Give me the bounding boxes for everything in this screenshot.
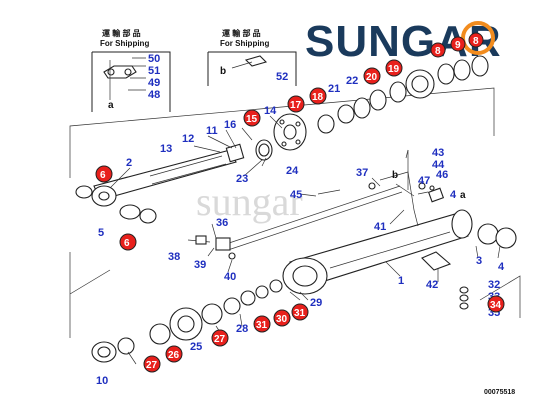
badge-18: 18: [312, 92, 324, 103]
label-37: 37: [356, 167, 368, 179]
label-25: 25: [190, 341, 202, 353]
label-32: 32: [488, 279, 500, 291]
bushings-rod-end: [75, 185, 157, 224]
badge-26: 26: [168, 350, 180, 361]
drawing-code: 00075518: [484, 389, 515, 396]
small-parts: [187, 150, 435, 260]
red-badges: 6 6 15 17 18 19 20 26 27 27 30 31 31 34 …: [95, 32, 505, 373]
label-51: 51: [148, 65, 160, 77]
shipping-heading-1: For Shipping: [100, 39, 149, 48]
label-24: 24: [286, 165, 299, 177]
label-16: 16: [224, 119, 236, 131]
seal-rings-top: [255, 55, 489, 161]
shipping-heading-2: For Shipping: [220, 39, 269, 48]
shipping-heading-top-1: 運 輸 部 品: [102, 28, 141, 38]
badge-27-left: 27: [146, 360, 158, 371]
suncar-logo: SUNGAR: [305, 17, 501, 66]
badge-6-top: 6: [100, 170, 106, 181]
label-10: 10: [96, 375, 108, 387]
label-48: 48: [148, 89, 160, 101]
label-13: 13: [160, 143, 172, 155]
label-3: 3: [476, 255, 482, 267]
label-43: 43: [432, 147, 444, 159]
badge-30: 30: [276, 314, 288, 325]
badge-8-left: 8: [435, 46, 441, 57]
label-5: 5: [98, 227, 104, 239]
badge-8-right: 8: [473, 36, 479, 47]
label-44: 44: [432, 159, 445, 171]
label-4-right: 4: [498, 261, 505, 273]
label-50: 50: [148, 53, 160, 65]
label-23: 23: [236, 173, 248, 185]
label-1: 1: [398, 275, 404, 287]
letter-a-top: a: [108, 100, 114, 111]
shipping-box-1: 運 輸 部 品 For Shipping a: [91, 28, 171, 112]
badge-6-bottom: 6: [124, 238, 130, 249]
label-21: 21: [328, 83, 340, 95]
letter-a-main: a: [460, 190, 466, 201]
leader-lines: [109, 115, 501, 365]
badge-31-right: 31: [294, 308, 306, 319]
label-39: 39: [194, 259, 206, 271]
badge-34: 34: [490, 300, 502, 311]
cylinder-tube: [282, 209, 473, 295]
label-14: 14: [264, 105, 277, 117]
label-47: 47: [418, 175, 430, 187]
label-29: 29: [310, 297, 322, 309]
letter-b-top: b: [220, 66, 226, 77]
badge-15: 15: [246, 114, 258, 125]
label-52: 52: [276, 71, 288, 83]
label-40: 40: [224, 271, 236, 283]
label-11: 11: [206, 125, 218, 137]
label-12: 12: [182, 133, 194, 145]
label-45: 45: [290, 189, 302, 201]
badge-27-mid: 27: [214, 334, 226, 345]
badge-17: 17: [290, 100, 302, 111]
letter-b-main: b: [392, 170, 398, 181]
piston-seals-bottom: [91, 279, 283, 363]
label-4-center: 4: [450, 189, 457, 201]
label-41: 41: [374, 221, 386, 233]
cylinder-head: [273, 113, 307, 151]
badge-20: 20: [366, 72, 378, 83]
label-28-mid: 28: [236, 323, 248, 335]
logo-gear-icon: [461, 21, 495, 55]
label-46: 46: [436, 169, 448, 181]
badge-19: 19: [388, 64, 400, 75]
cylinder-rod-assembly: [91, 143, 245, 207]
label-36: 36: [216, 217, 228, 229]
badge-9: 9: [455, 40, 461, 51]
shipping-box-2: 運 輸 部 品 For Shipping b: [207, 28, 297, 86]
shipping-heading-top-2: 運 輸 部 品: [222, 28, 261, 38]
bushings-bottom-end: [459, 223, 517, 310]
label-49: 49: [148, 77, 160, 89]
label-2: 2: [126, 157, 132, 169]
label-22: 22: [346, 75, 358, 87]
label-42: 42: [426, 279, 438, 291]
badge-31-left: 31: [256, 320, 268, 331]
label-38: 38: [168, 251, 180, 263]
watermark-text: sungar: [196, 179, 303, 224]
piping: [215, 171, 452, 271]
